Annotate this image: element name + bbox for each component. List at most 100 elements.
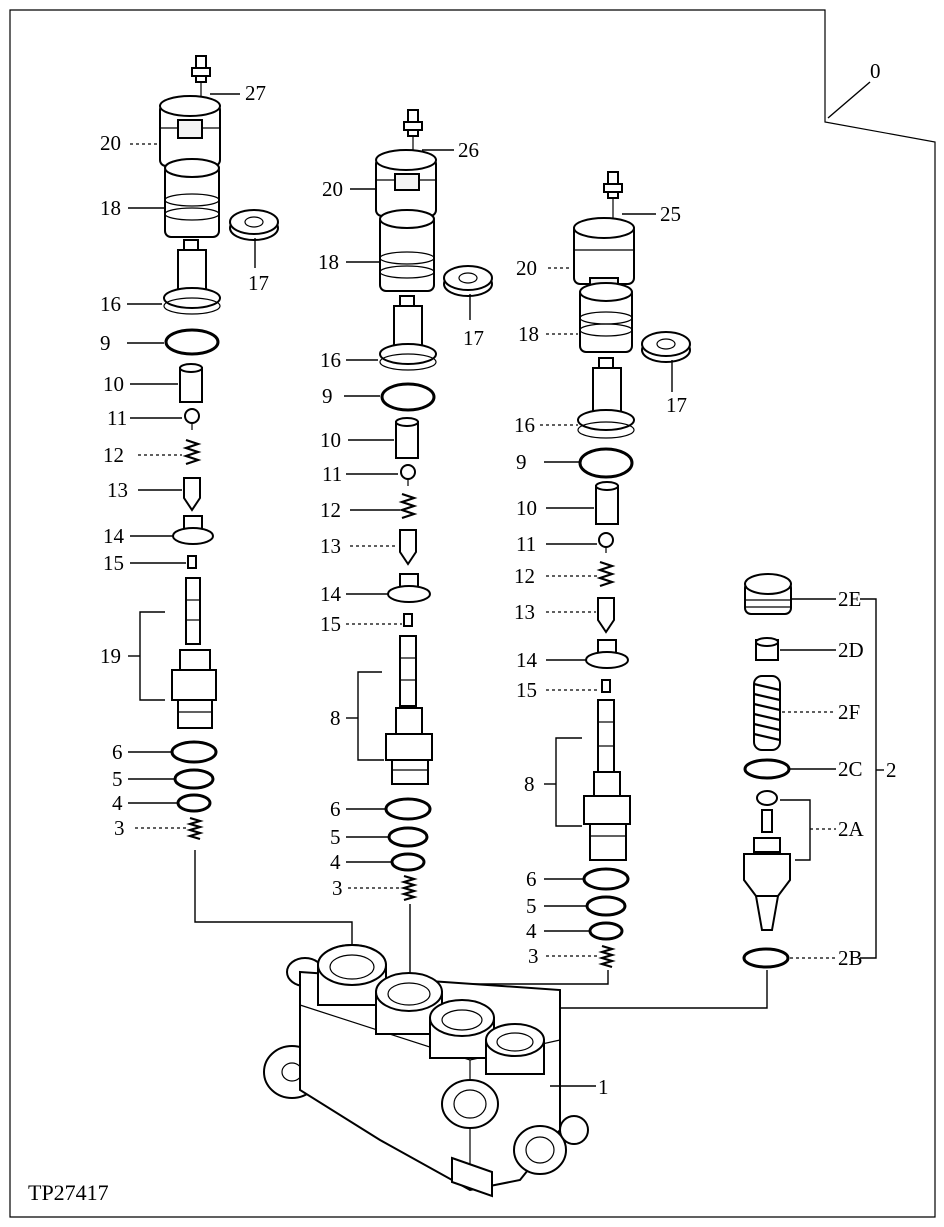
pin-15-right (601, 679, 611, 693)
bracket-19 (139, 611, 165, 701)
cartridge-19 (171, 577, 217, 729)
callout-11-center: 11 (322, 462, 342, 486)
cartridge-8-center (385, 635, 433, 785)
bracket-8-right (555, 737, 582, 827)
plug-2E (744, 573, 792, 615)
o-ring-6-left (170, 740, 218, 764)
callout-13-left: 13 (107, 478, 128, 502)
poppet-13-left (183, 477, 201, 512)
relief-valve-2: 2E 2D 2F 2C 2A 2B 2 (517, 573, 897, 1030)
solenoid-cap-20 (159, 95, 221, 167)
callout-2D: 2D (838, 638, 864, 662)
callout-19: 19 (100, 644, 121, 668)
callout-3-right: 3 (528, 944, 539, 968)
o-ring-2B (742, 947, 790, 969)
callout-14-center: 14 (320, 582, 342, 606)
callout-6-left: 6 (112, 740, 123, 764)
sleeve-10-right (595, 481, 619, 525)
callout-2B: 2B (838, 946, 863, 970)
bracket-2A (780, 799, 811, 861)
screen-3-center (400, 874, 418, 902)
callout-6-right: 6 (526, 867, 537, 891)
callout-16-center: 16 (320, 348, 341, 372)
callout-2: 2 (886, 758, 897, 782)
spacer-2D (755, 637, 779, 661)
callout-12-left: 12 (103, 443, 124, 467)
callout-1: 1 (598, 1075, 609, 1099)
callout-14-left: 14 (103, 524, 125, 548)
pin-15-left (187, 555, 197, 569)
solenoid-cap-20-right (573, 217, 635, 293)
o-ring-6-right (582, 867, 630, 891)
callout-16-right: 16 (514, 413, 535, 437)
o-ring-4-left (176, 793, 212, 813)
callout-9-center: 9 (322, 384, 333, 408)
tube-16-left (163, 239, 221, 315)
callout-11-left: 11 (107, 406, 127, 430)
callout-13-right: 13 (514, 600, 535, 624)
callout-3-center: 3 (332, 876, 343, 900)
callout-2E: 2E (838, 587, 861, 611)
bracket-8-center (357, 671, 384, 761)
seat-11-center (400, 464, 416, 486)
o-ring-4-right (588, 921, 624, 941)
callout-20-center: 20 (322, 177, 343, 201)
solenoid-coil-18 (164, 158, 220, 238)
solenoid-coil-18-center (379, 209, 435, 292)
guide-14-right (585, 639, 629, 669)
center-valve-stack: 26 20 18 17 16 (318, 109, 493, 985)
nut-17-center (443, 265, 493, 297)
callout-0: 0 (870, 59, 881, 83)
callout-6-center: 6 (330, 797, 341, 821)
callout-25: 25 (660, 202, 681, 226)
assembly-path-left (194, 850, 353, 950)
callout-4-left: 4 (112, 791, 123, 815)
callout-17-center: 17 (463, 326, 484, 350)
tube-16-center (379, 295, 437, 371)
solenoid-coil-18-right (579, 282, 633, 353)
callout-4-right: 4 (526, 919, 537, 943)
o-ring-9-left (164, 328, 220, 356)
valve-housing-1 (263, 944, 589, 1198)
sleeve-10-center (395, 417, 419, 459)
callout-12-right: 12 (514, 564, 535, 588)
callout-18-center: 18 (318, 250, 339, 274)
callout-3-left: 3 (114, 816, 125, 840)
callout-5-right: 5 (526, 894, 537, 918)
callout-13-center: 13 (320, 534, 341, 558)
callout-12-center: 12 (320, 498, 341, 522)
callout-18-left: 18 (100, 196, 121, 220)
tube-16-right (577, 357, 635, 439)
frame-border (9, 9, 936, 1218)
guide-14-left (172, 515, 214, 545)
callout-16-left: 16 (100, 292, 121, 316)
o-ring-5-center (387, 826, 429, 848)
callout-2F: 2F (838, 700, 860, 724)
spring-2F (753, 675, 781, 751)
seat-11-right (598, 532, 614, 553)
callout-20-right: 20 (516, 256, 537, 280)
o-ring-2C (743, 758, 791, 780)
callout-10-center: 10 (320, 428, 341, 452)
screen-3-right (598, 944, 616, 969)
callout-15-center: 15 (320, 612, 341, 636)
callout-17-right: 17 (666, 393, 687, 417)
o-ring-4-center (390, 852, 426, 872)
poppet-13-right (597, 597, 615, 634)
callout-15-right: 15 (516, 678, 537, 702)
callout-26: 26 (458, 138, 479, 162)
solenoid-cap-20-center (375, 149, 437, 217)
o-ring-5-right (585, 895, 627, 917)
callout-8-right: 8 (524, 772, 535, 796)
callout-27: 27 (245, 81, 266, 105)
spring-12-right (596, 560, 616, 588)
callout-10-right: 10 (516, 496, 537, 520)
spring-12-center (398, 492, 418, 520)
callout-9-left: 9 (100, 331, 111, 355)
callout-5-left: 5 (112, 767, 123, 791)
guide-14-center (387, 573, 431, 603)
callout-15-left: 15 (103, 551, 124, 575)
callout-20-left: 20 (100, 131, 121, 155)
assembly-leader (827, 81, 871, 119)
